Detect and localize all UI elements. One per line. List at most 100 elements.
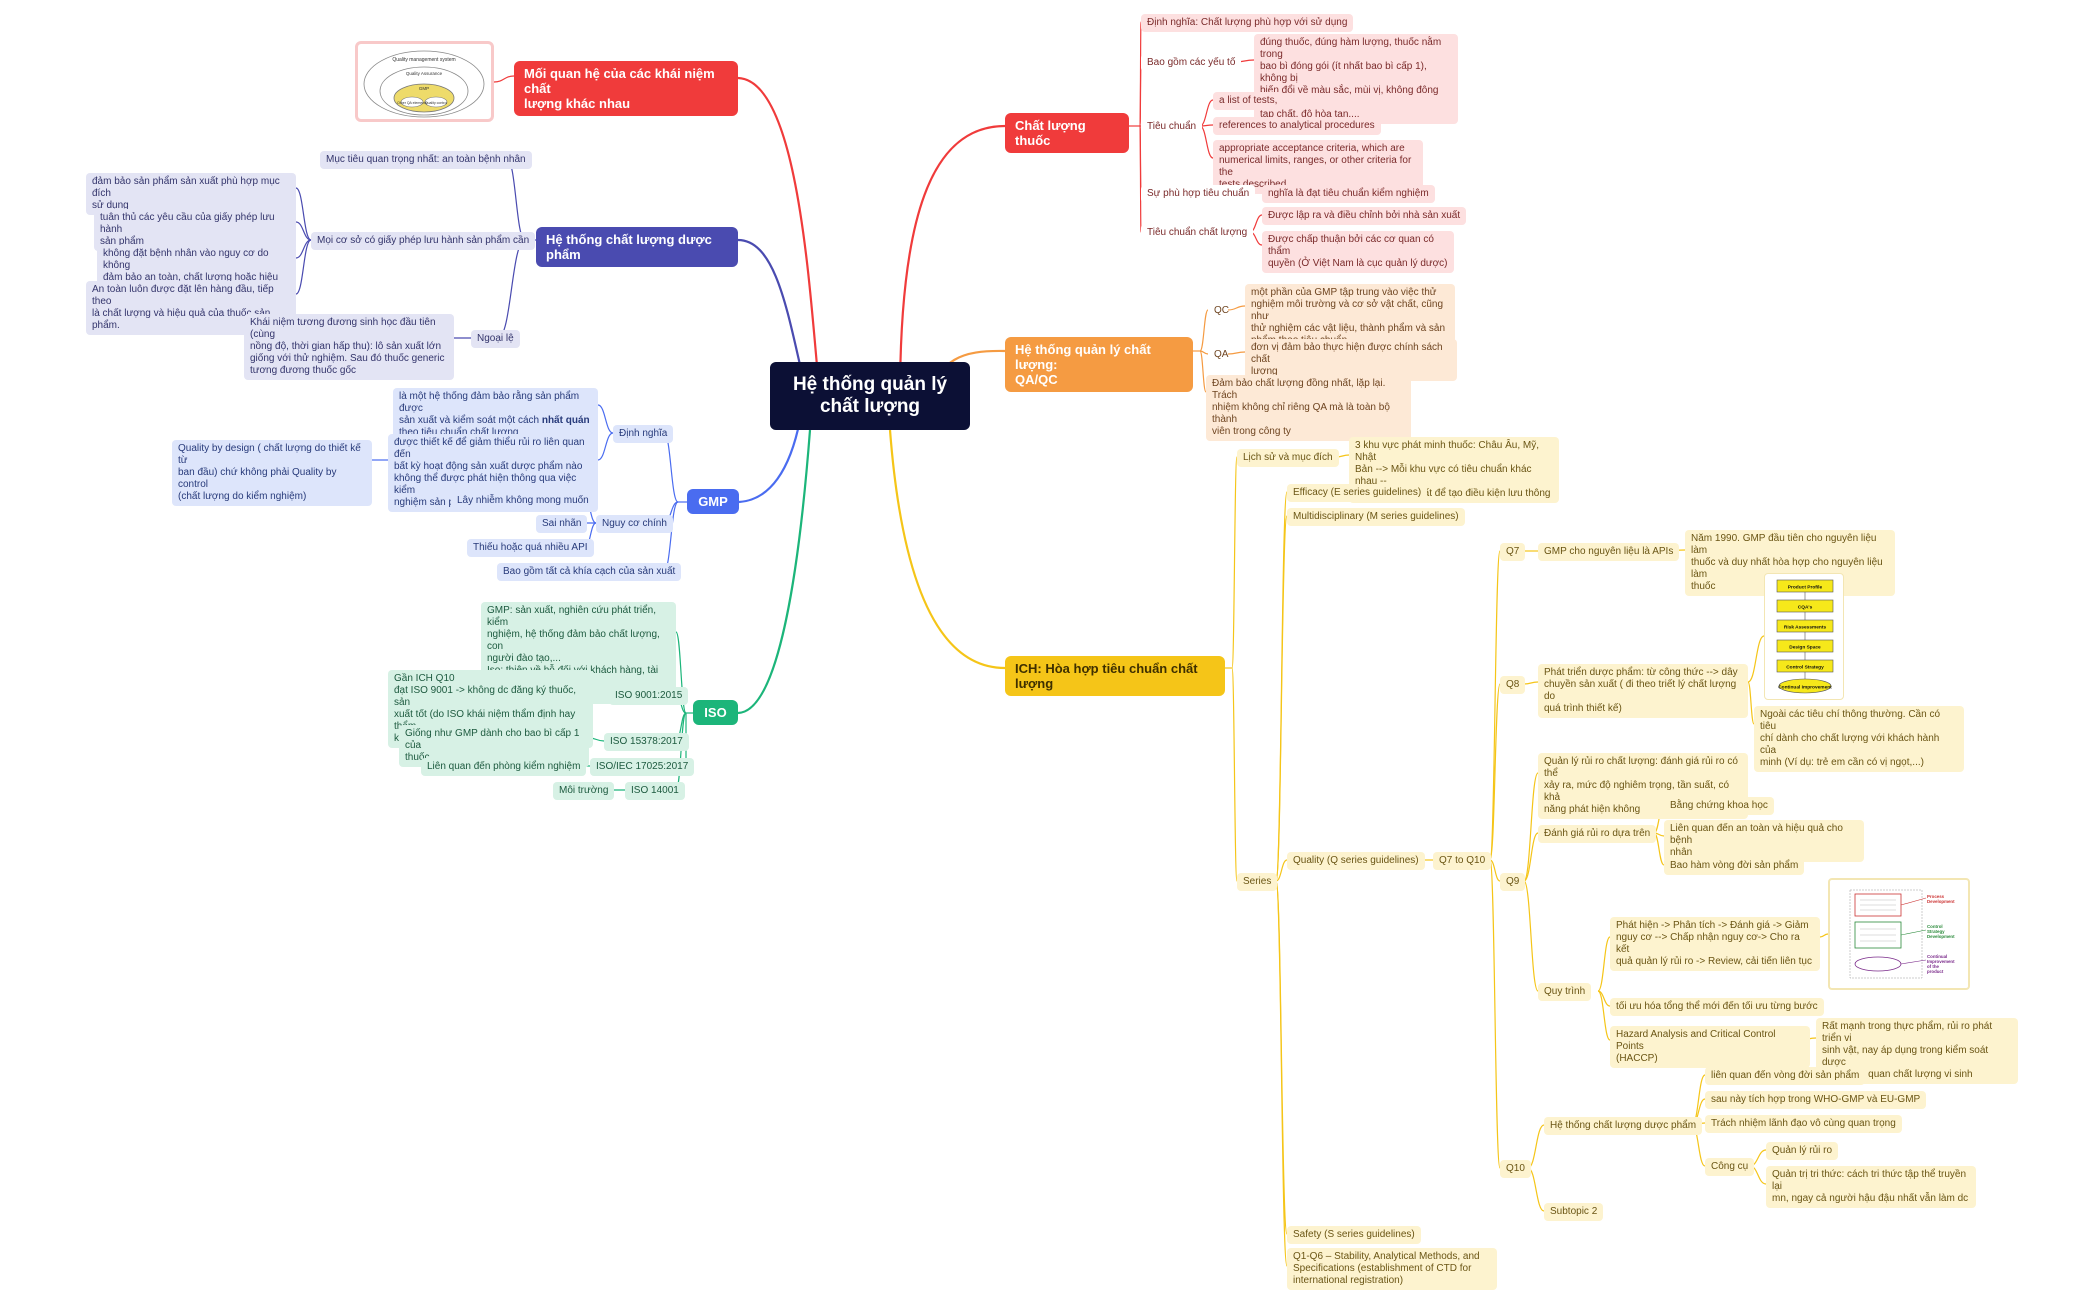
quality-conformity-1[interactable]: nghĩa là đạt tiêu chuẩn kiểm nghiệm	[1262, 185, 1435, 203]
quality-spec-2[interactable]: references to analytical procedures	[1213, 117, 1381, 135]
root-topic[interactable]: Hệ thống quản lý chất lượng	[770, 362, 970, 430]
q9-label-improvement-line: product	[1927, 969, 1944, 974]
q9-label-control-line: Control	[1927, 924, 1943, 929]
ich-q10-tools[interactable]: Công cụ	[1705, 1158, 1755, 1176]
quality-standard-1[interactable]: Được lập ra và điều chỉnh bởi nhà sản xu…	[1262, 207, 1467, 225]
link-iso-note	[675, 631, 687, 714]
qaqc-note[interactable]: Đảm bảo chất lượng đồng nhất, lặp lại. T…	[1206, 375, 1411, 441]
link-q10	[1489, 859, 1501, 1169]
ich-q9-process[interactable]: Quy trình	[1538, 983, 1592, 1001]
ich-q7[interactable]: Q7	[1500, 543, 1526, 561]
gmp-risk-1[interactable]: Lây nhiễm không mong muốn	[451, 492, 595, 510]
ich-q8-note[interactable]: Ngoài các tiêu chí thông thường. Cần có …	[1754, 706, 1964, 772]
pqs-exception-1[interactable]: Khái niệm tương đương sinh học đầu tiên …	[244, 314, 454, 380]
iso-9001[interactable]: ISO 9001:2015	[609, 687, 689, 705]
topic-relation[interactable]: Mối quan hệ của các khái niệm chất lượng…	[514, 61, 738, 116]
ich-q9[interactable]: Q9	[1500, 873, 1526, 891]
link-q8-img	[1747, 635, 1765, 683]
quality-includes-1[interactable]: đúng thuốc, đúng hàm lượng, thuốc nằm tr…	[1254, 34, 1458, 124]
ich-q9-basis-3[interactable]: Bao hàm vòng đời sản phẩm	[1664, 857, 1805, 875]
ich-quality-series[interactable]: Quality (Q series guidelines)	[1287, 852, 1425, 870]
ich-q9-process-2[interactable]: tối ưu hóa tổng thể mới đến tối ưu từng …	[1610, 998, 1824, 1016]
quality-definition[interactable]: Định nghĩa: Chất lượng phù hợp với sử dụ…	[1141, 14, 1354, 32]
ich-q10[interactable]: Q10	[1500, 1160, 1531, 1178]
ich-safety[interactable]: Safety (S series guidelines)	[1287, 1226, 1421, 1244]
ich-q9-basis-2[interactable]: Liên quan đến an toàn và hiệu quả cho bệ…	[1664, 820, 1864, 862]
pqs-basis-1[interactable]: đảm bảo sản phẩm sản xuất phù hợp mục đí…	[86, 173, 296, 215]
topic-iso[interactable]: ISO	[693, 700, 738, 725]
link-q9-c	[1523, 880, 1539, 992]
ich-q8-pharma-dev[interactable]: Phát triển dược phẩm: từ công thức --> d…	[1538, 664, 1748, 718]
ich-q9-risk-basis[interactable]: Đánh giá rủi ro dựa trên	[1538, 825, 1657, 843]
ich-q10-tool-2[interactable]: Quản trị tri thức: cách tri thức tập thể…	[1766, 1166, 1976, 1208]
quality-spec-1[interactable]: a list of tests,	[1213, 92, 1284, 110]
q9-label-control-line: Development	[1927, 934, 1955, 939]
link-pqs-exception	[497, 239, 526, 339]
pqs-basis[interactable]: Mọi cơ sở có giấy phép lưu hành sản phẩm…	[311, 232, 536, 250]
svg-text:GMP: GMP	[419, 86, 429, 91]
iso-17025[interactable]: ISO/IEC 17025:2017	[590, 758, 695, 776]
relation-diagram-image: Quality management system Quality Assura…	[355, 41, 494, 122]
ich-efficacy[interactable]: Efficacy (E series guidelines)	[1287, 484, 1428, 502]
iso-17025-note[interactable]: Liên quan đến phòng kiểm nghiệm	[421, 758, 587, 776]
gmp-definition[interactable]: Định nghĩa	[613, 425, 674, 443]
qaqc-qc[interactable]: QC	[1214, 305, 1229, 316]
ich-q7-gmp-api[interactable]: GMP cho nguyên liệu là APIs	[1538, 543, 1680, 561]
ich-q9-qrm[interactable]: Quản lý rủi ro chất lượng: đánh giá rủi …	[1538, 753, 1748, 819]
gmp-def-1-tail: theo tiêu chuẩn chất lượng	[399, 427, 519, 438]
ich-q7-q10[interactable]: Q7 to Q10	[1433, 852, 1492, 870]
pqs-goal[interactable]: Mục tiêu quan trọng nhất: an toàn bệnh n…	[320, 151, 532, 169]
topic-drug-quality[interactable]: Chất lượng thuốc	[1005, 113, 1129, 153]
link-root-ich	[888, 429, 1006, 670]
gmp-def-1[interactable]: là một hệ thống đảm bảo rằng sản phẩm đư…	[393, 388, 598, 442]
pqs-exception[interactable]: Ngoại lệ	[471, 330, 520, 348]
quality-spec[interactable]: Tiêu chuẩn	[1141, 118, 1203, 136]
ich-q10-tool-1[interactable]: Quản lý rủi ro	[1766, 1142, 1839, 1160]
link-root-iso	[737, 429, 812, 715]
ich-q9-process-1[interactable]: Phát hiện -> Phân tích -> Đánh giá -> Gi…	[1610, 917, 1820, 971]
gmp-def-1-text: là một hệ thống đảm bảo rằng sản phẩm đư…	[399, 391, 580, 426]
quality-standard-2[interactable]: Được chấp thuận bởi các cơ quan có thẩm …	[1262, 231, 1454, 273]
ich-q9-haccp[interactable]: Hazard Analysis and Critical Control Poi…	[1610, 1026, 1810, 1068]
iso-14001[interactable]: ISO 14001	[625, 782, 685, 800]
gmp-risk-2[interactable]: Sai nhãn	[536, 515, 588, 533]
pqs-basis-2[interactable]: tuân thủ các yêu cầu của giấy phép lưu h…	[94, 209, 296, 251]
qaqc-qa[interactable]: QA	[1214, 349, 1229, 360]
quality-conformity[interactable]: Sự phù hợp tiêu chuẩn	[1141, 185, 1256, 203]
iso-14001-note[interactable]: Môi trường	[553, 782, 615, 800]
ich-multidisciplinary[interactable]: Multidisciplinary (M series guidelines)	[1287, 508, 1465, 526]
link-qc-1	[1227, 305, 1246, 311]
ich-q10-pqs-1[interactable]: liên quan đến vòng đời sản phẩm	[1705, 1067, 1866, 1085]
ich-series[interactable]: Series	[1237, 873, 1278, 891]
ich-q10-pqs-3[interactable]: Trách nhiệm lãnh đạo vô cùng quan trọng	[1705, 1115, 1902, 1133]
quality-standard[interactable]: Tiêu chuẩn chất lượng	[1141, 224, 1254, 242]
topic-pharma-quality-system[interactable]: Hệ thống chất lượng dược phẩm	[536, 227, 738, 267]
topic-qa-qc[interactable]: Hệ thống quản lý chất lượng: QA/QC	[1005, 337, 1193, 392]
link-root-quality	[898, 124, 1006, 399]
topic-ich[interactable]: ICH: Hòa hợp tiêu chuẩn chất lượng	[1005, 656, 1225, 696]
svg-text:Other QA elements: Other QA elements	[397, 101, 427, 105]
iso-15378[interactable]: ISO 15378:2017	[604, 733, 689, 751]
gmp-qbd[interactable]: Quality by design ( chất lượng do thiết …	[172, 440, 372, 506]
gmp-risk-3[interactable]: Thiếu hoặc quá nhiều API	[467, 539, 594, 557]
ich-q9-basis-1[interactable]: Bằng chứng khoa học	[1664, 797, 1774, 815]
ich-q10-subtopic-2[interactable]: Subtopic 2	[1544, 1203, 1604, 1221]
ich-q9-haccp-note[interactable]: Rất mạnh trong thực phẩm, rủi ro phát tr…	[1816, 1018, 2018, 1084]
ich-q10-pqs[interactable]: Hệ thống chất lượng dược phẩm	[1544, 1117, 1703, 1135]
q9-label-process-line: Process	[1927, 894, 1945, 899]
q8-flow-label: Continual Improvement	[1778, 685, 1832, 691]
quality-includes[interactable]: Bao gồm các yếu tố	[1141, 54, 1242, 72]
ich-history[interactable]: Lịch sử và mục đích	[1237, 449, 1339, 467]
gmp-main-risk[interactable]: Nguy cơ chính	[596, 515, 673, 533]
qaqc-qa-1[interactable]: đơn vị đảm bảo thực hiện được chính sách…	[1245, 339, 1457, 381]
ich-q10-pqs-2[interactable]: sau này tích hợp trong WHO-GMP và EU-GMP	[1705, 1091, 1927, 1109]
topic-gmp[interactable]: GMP	[687, 489, 739, 514]
link-def-2	[597, 432, 614, 461]
ich-q8[interactable]: Q8	[1500, 676, 1526, 694]
ich-q1-q6[interactable]: Q1-Q6 – Stability, Analytical Methods, a…	[1287, 1248, 1497, 1290]
link-pqs-goal	[506, 158, 526, 241]
gmp-cover[interactable]: Bao gồm tất cả khía cạch của sản xuất	[497, 563, 682, 581]
